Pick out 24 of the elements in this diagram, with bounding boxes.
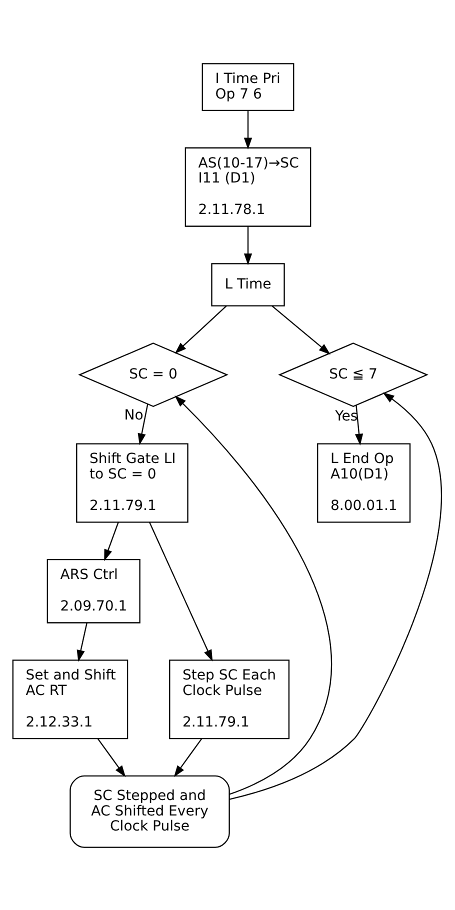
arrow [174,395,332,794]
node-box: L Time [211,262,285,306]
arrow [104,522,119,561]
arrow [149,522,213,662]
node-box: I Time Pri Op 7 6 [202,62,294,111]
arrow [174,738,202,777]
arrow [244,226,252,265]
node-box: Shift Gate LI to SC = 0 2.11.79.1 [76,442,188,522]
arrow [244,110,252,149]
arrow [174,304,227,354]
arrow [229,392,442,800]
edge-label: No [124,407,144,424]
node-box: Step SC Each Clock Pulse 2.11.79.1 [169,659,290,739]
node-box: L End Op A10(D1) 8.00.01.1 [317,442,411,522]
node-box: ARS Ctrl 2.09.70.1 [46,558,140,623]
arrow [272,304,330,354]
arrow [97,738,126,777]
arrow [354,404,364,446]
node-box: AS(10-17)→SC I11 (D1) 2.11.78.1 [184,146,312,226]
node-box: SC Stepped and AC Shifted Every Clock Pulse [70,774,230,848]
arrow [76,622,88,662]
edge-label: Yes [335,408,358,424]
arrow [138,404,148,445]
node-box: Set and Shift AC RT 2.12.33.1 [12,659,128,739]
